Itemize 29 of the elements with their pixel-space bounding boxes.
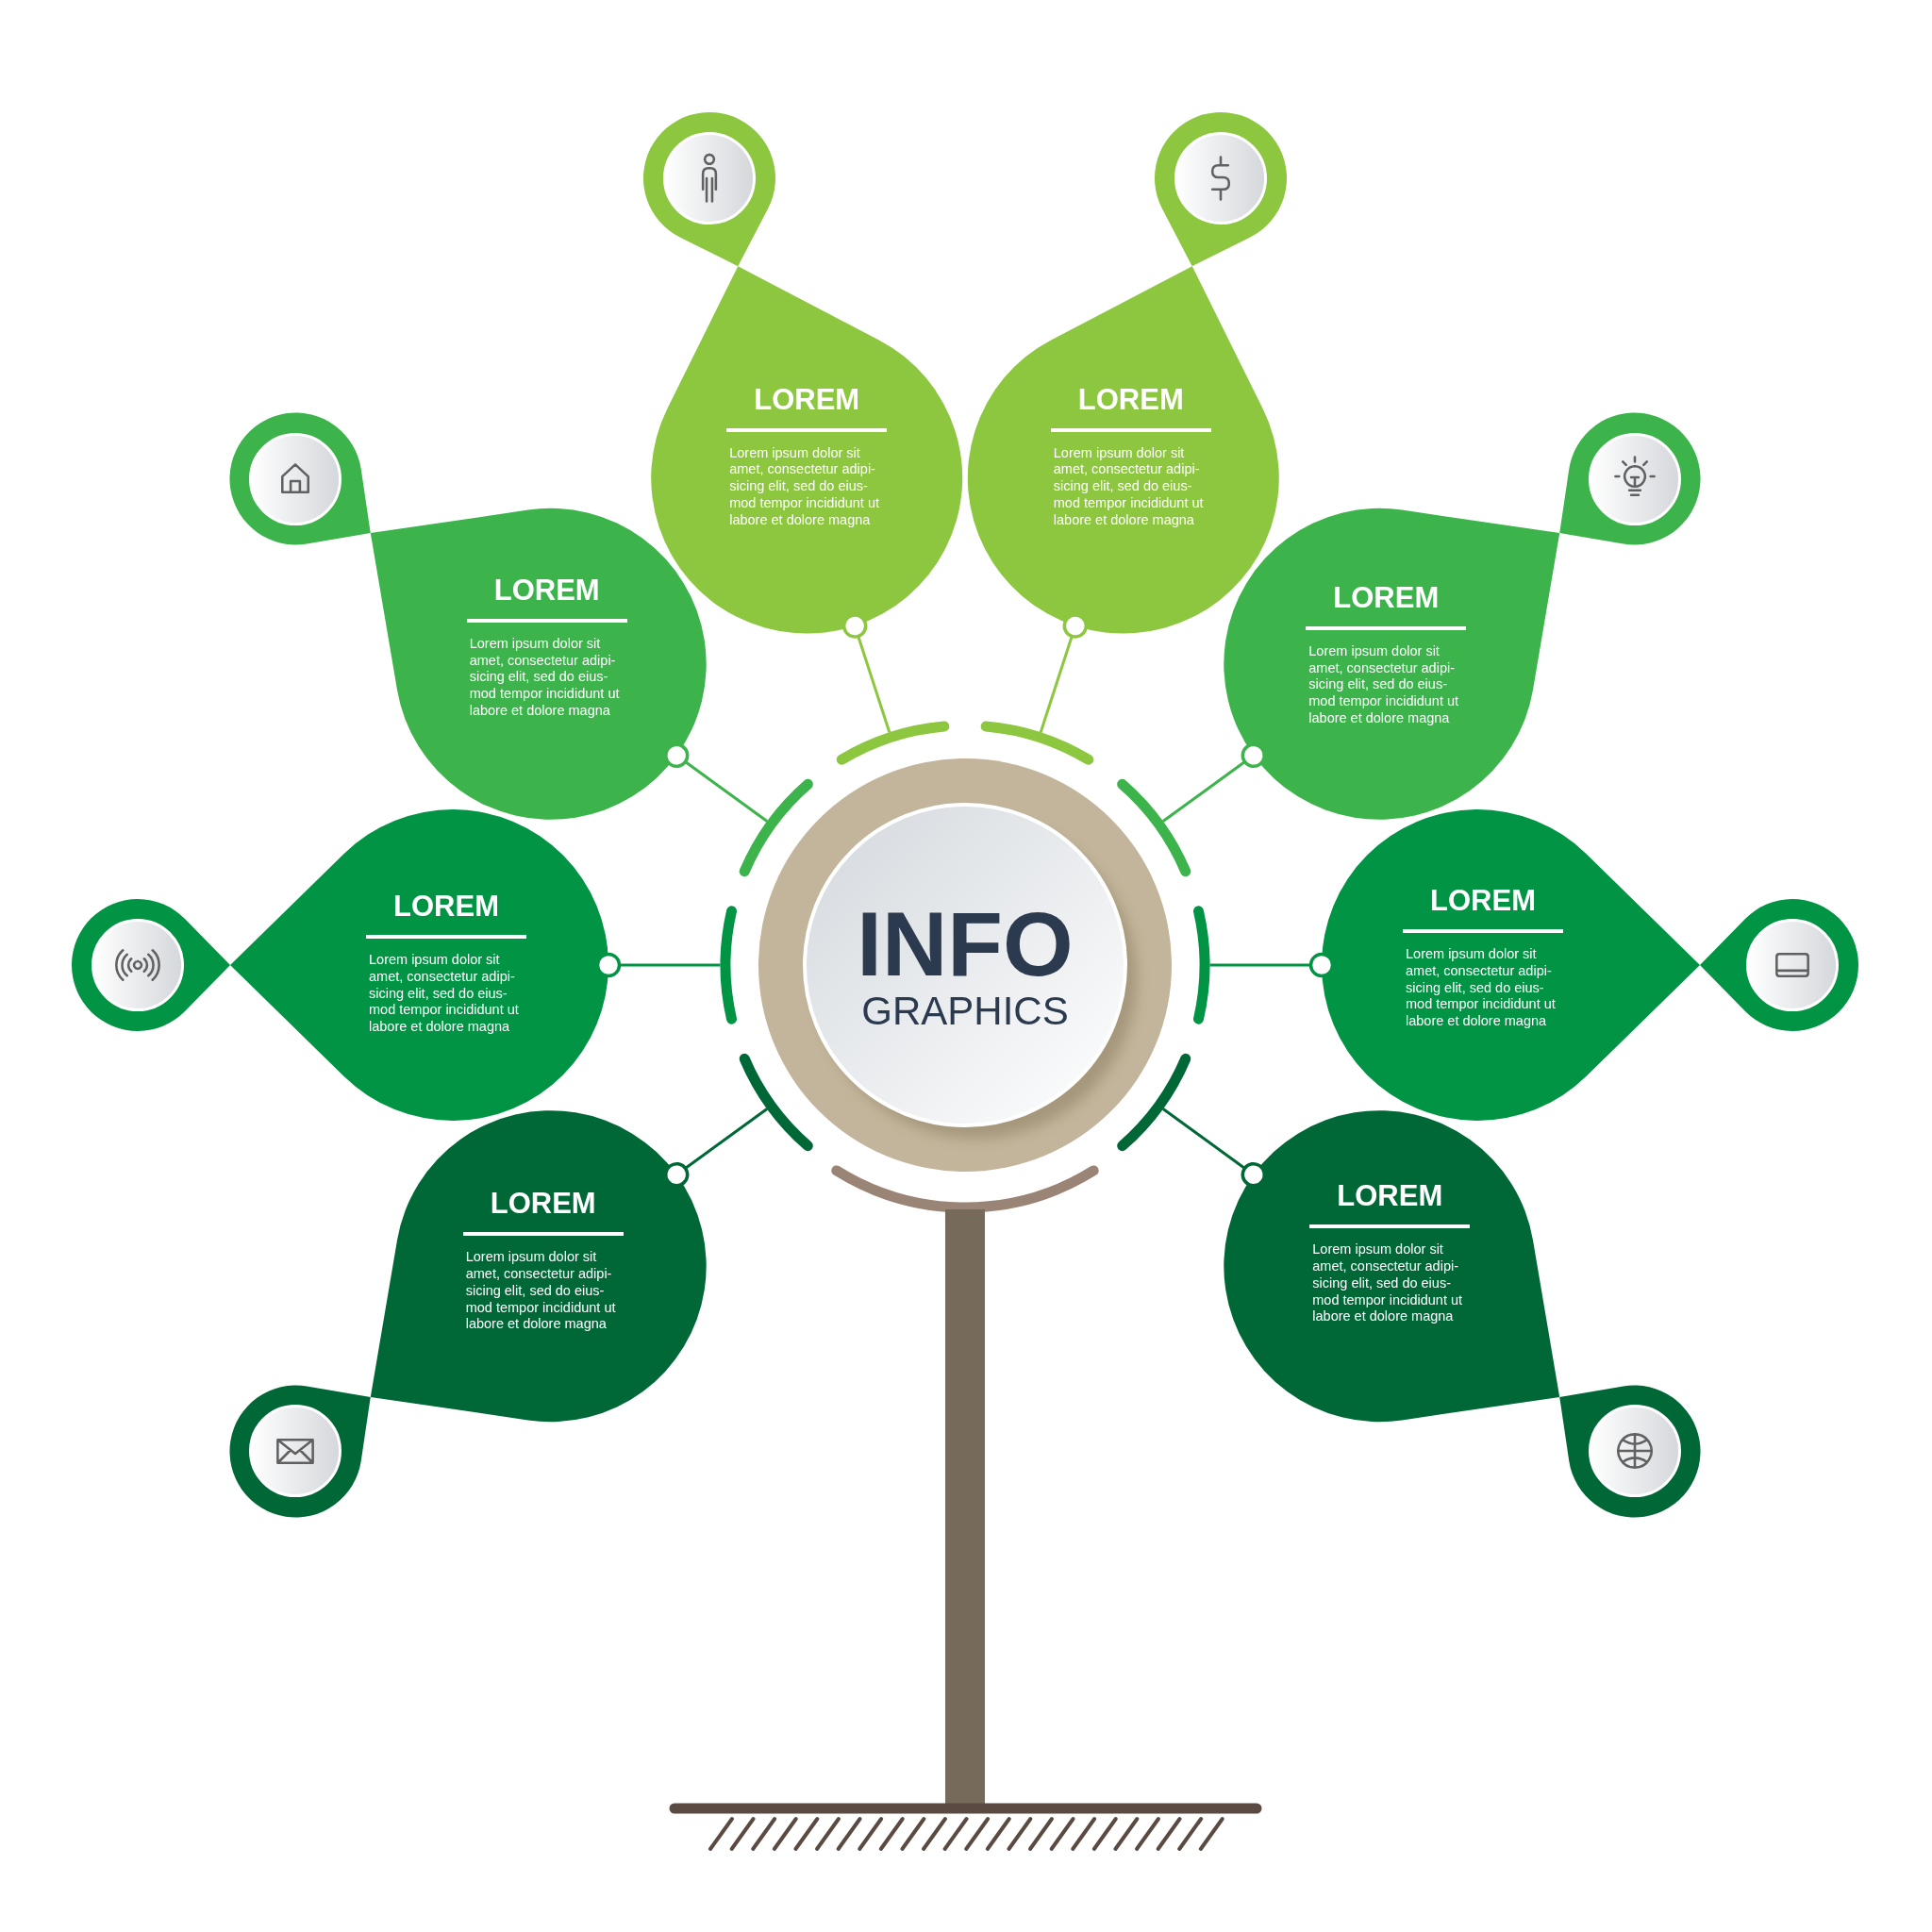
node-text: Lorem ipsum dolor sit amet, consectetur adipi- sicing elit, sed do eius- mod tempor incididunt ut labore et dolore magna — [1312, 1241, 1464, 1326]
node-text: Lorem ipsum dolor sit amet, consectetur adipi- sicing elit, sed do eius- mod tempor incididunt ut labore et dolore magna — [369, 952, 520, 1036]
hub-subheading: GRAPHICS — [861, 991, 1069, 1031]
node-text: Lorem ipsum dolor sit amet, consectetur adipi- sicing elit, sed do eius- mod tempor incididunt ut labore et dolore magna — [729, 444, 880, 529]
node-text: Lorem ipsum dolor sit amet, consectetur adipi- sicing elit, sed do eius- mod tempor incididunt ut labore et dolore magna — [1053, 444, 1205, 529]
node-heading: LOREM — [754, 384, 860, 415]
hub-circle — [720, 721, 1210, 1172]
node-heading: LOREM — [393, 891, 499, 922]
node-text: Lorem ipsum dolor sit amet, consectetur adipi- sicing elit, sed do eius- mod tempor incididunt ut labore et dolore magna — [469, 635, 621, 720]
node-heading: LOREM — [1430, 886, 1536, 916]
connector-line — [841, 613, 891, 733]
node-text: Lorem ipsum dolor sit amet, consectetur adipi- sicing elit, sed do eius- mod tempor incididunt ut labore et dolore magna — [1406, 946, 1557, 1030]
node-heading: LOREM — [1077, 384, 1184, 415]
teardrop-node — [1322, 809, 1858, 1121]
node-text: Lorem ipsum dolor sit amet, consectetur adipi- sicing elit, sed do eius- mod tempor incididunt ut labore et dolore magna — [465, 1249, 617, 1334]
hub-heading: INFO — [857, 899, 1074, 990]
teardrop-node — [1224, 412, 1701, 820]
node-heading: LOREM — [490, 1189, 596, 1220]
teardrop-node — [642, 111, 963, 634]
teardrop-node — [967, 111, 1288, 634]
node-heading: LOREM — [1337, 1181, 1443, 1212]
node-heading: LOREM — [1333, 582, 1440, 613]
teardrop-node — [229, 1110, 707, 1518]
node-text: Lorem ipsum dolor sit amet, consectetur adipi- sicing elit, sed do eius- mod tempor incididunt ut labore et dolore magna — [1308, 642, 1460, 727]
connector-line — [1039, 613, 1089, 733]
teardrop-node — [72, 809, 608, 1121]
teardrop-node — [1224, 1110, 1701, 1518]
node-heading: LOREM — [493, 575, 600, 606]
teardrop-node — [229, 412, 707, 820]
